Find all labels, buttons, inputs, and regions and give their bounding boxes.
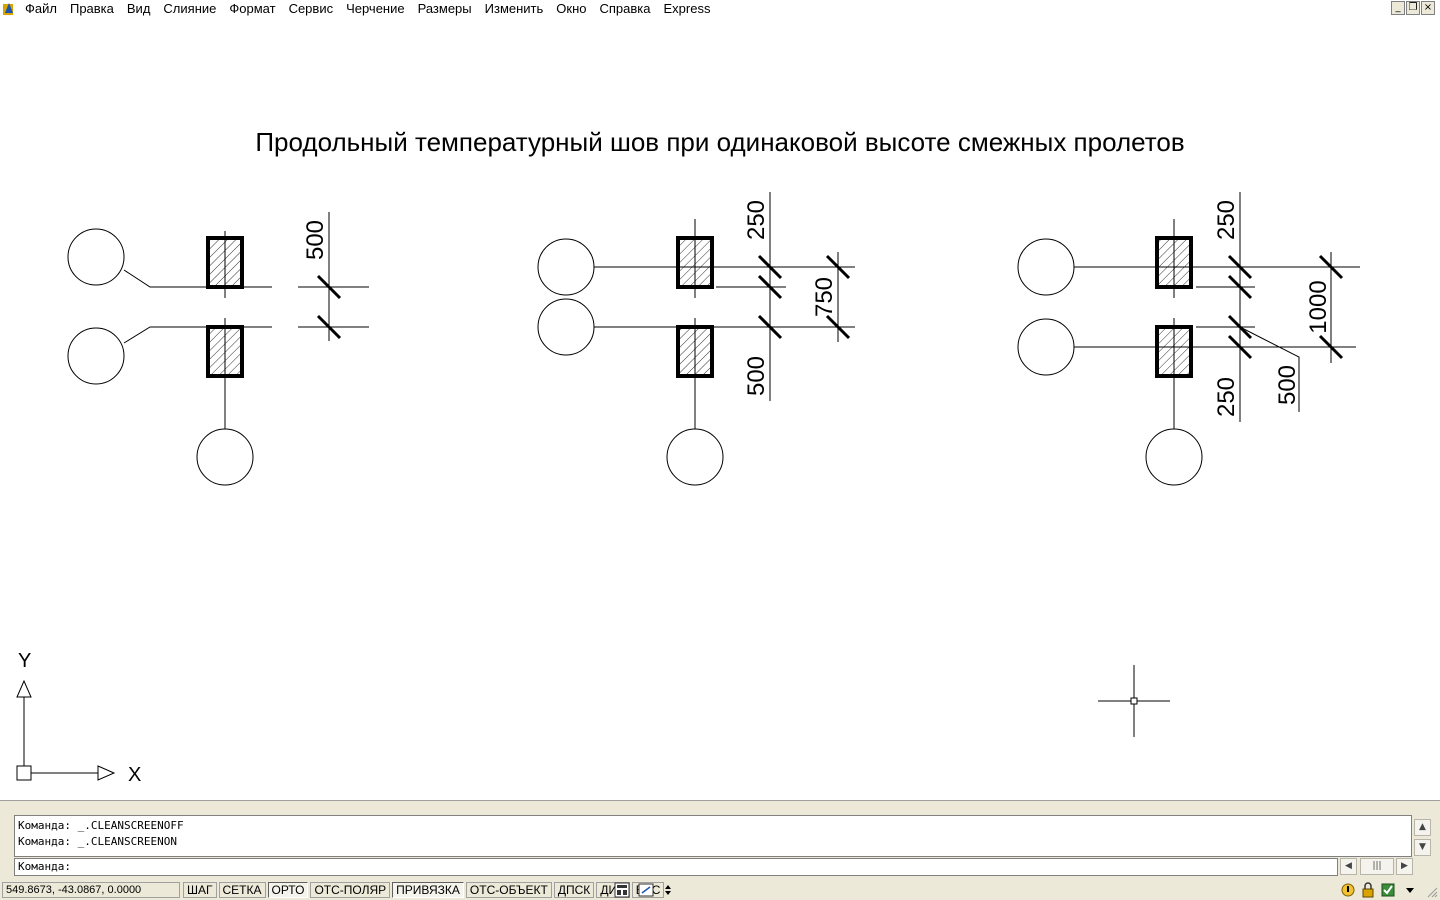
detail-1 xyxy=(67,212,369,486)
dimension-tick xyxy=(1318,254,1344,280)
coordinates-readout[interactable]: 549.8673, -43.0867, 0.0000 xyxy=(2,882,180,898)
dimension-tick xyxy=(1227,254,1253,280)
scroll-down-icon[interactable]: ▼ xyxy=(1414,839,1431,856)
column-marker-circle xyxy=(537,298,595,356)
dimension-tick xyxy=(1227,314,1253,340)
menu-item[interactable]: Размеры xyxy=(417,1,472,16)
menu-item[interactable]: Файл xyxy=(25,1,57,16)
status-menu-arrow-icon[interactable] xyxy=(660,882,676,898)
command-history-line: Команда: _.CLEANSCREENOFF xyxy=(18,819,184,832)
menu-item[interactable]: Черчение xyxy=(346,1,405,16)
column-marker-circle xyxy=(666,428,724,486)
restore-button[interactable]: ❐ xyxy=(1406,1,1420,15)
column-section xyxy=(1155,236,1193,289)
dimension-tick xyxy=(757,314,783,340)
column-marker-circle xyxy=(537,238,595,296)
command-line-panel: Команда: _.CLEANSCREENOFF Команда: _.CLE… xyxy=(0,800,1440,881)
dimension-tick xyxy=(757,274,783,300)
dimension-tick xyxy=(757,254,783,280)
drawing-svg: 500 250 750 500 xyxy=(16,192,1360,786)
status-toggle[interactable]: ПРИВЯЗКА xyxy=(392,882,464,898)
menu-item[interactable]: Окно xyxy=(556,1,587,16)
leader-line xyxy=(1239,326,1300,412)
column-marker-circle xyxy=(1145,428,1203,486)
dimension-text: 250 xyxy=(1213,200,1240,240)
detail-2 xyxy=(537,192,855,486)
dimension-tick xyxy=(316,274,342,300)
axis-line xyxy=(123,269,272,288)
ucs-icon xyxy=(16,679,116,781)
chevron-down-icon[interactable] xyxy=(1402,882,1418,898)
column-section xyxy=(676,325,714,378)
dimension-text: 500 xyxy=(302,220,329,260)
scroll-up-icon[interactable]: ▲ xyxy=(1414,819,1431,836)
communication-center-icon[interactable] xyxy=(1340,882,1356,898)
column-marker-circle xyxy=(1017,318,1075,376)
column-section xyxy=(1155,325,1193,378)
dimension-text: 1000 xyxy=(1305,280,1332,333)
dimension-text: 750 xyxy=(811,277,838,317)
status-toggle[interactable]: СЕТКА xyxy=(218,882,266,898)
dimension-tick xyxy=(825,254,851,280)
menu-item[interactable]: Изменить xyxy=(484,1,544,16)
command-input[interactable]: Команда: xyxy=(14,858,1338,876)
command-history-scrollbar[interactable]: ▲ ▼ xyxy=(1414,817,1432,857)
dimension-text: 250 xyxy=(1213,377,1240,417)
scroll-right-icon[interactable]: ▶ xyxy=(1396,858,1413,875)
dimension-text: 500 xyxy=(743,356,770,396)
menu-item[interactable]: Сервис xyxy=(288,1,334,16)
dimension-tick xyxy=(1318,334,1344,360)
tray-settings-icon[interactable] xyxy=(1380,882,1396,898)
crosshair-cursor-icon xyxy=(1098,665,1170,737)
menu-item[interactable]: Слияние xyxy=(163,1,217,16)
lock-icon[interactable] xyxy=(1360,882,1376,898)
status-toggle[interactable]: ОРТО xyxy=(267,882,309,898)
column-marker-circle xyxy=(67,327,125,385)
minimize-button[interactable]: _ xyxy=(1391,1,1405,15)
status-toggle[interactable]: ОТС-ОБЪЕКТ xyxy=(465,882,552,898)
status-toggle[interactable]: ШАГ xyxy=(183,882,217,898)
scroll-left-icon[interactable]: ◀ xyxy=(1340,858,1357,875)
menu-item[interactable]: Справка xyxy=(599,1,651,16)
dimension-text: 500 xyxy=(1274,365,1301,405)
menu-item[interactable]: Правка xyxy=(69,1,114,16)
dimension-tick xyxy=(1227,274,1253,300)
menu-bar: Файл Правка Вид Слияние Формат Сервис Черчение… xyxy=(0,0,1440,18)
maximize-viewport-icon[interactable] xyxy=(638,882,654,898)
drawing-title: Продольный температурный шов при одинако… xyxy=(255,127,1185,157)
command-horizontal-scrollbar[interactable]: ◀ ||| ▶ xyxy=(1340,858,1414,876)
status-toggle[interactable]: ОТС-ПОЛЯР xyxy=(310,882,391,898)
resize-grip-icon[interactable] xyxy=(1422,882,1438,898)
detail-3 xyxy=(1017,192,1360,486)
column-section xyxy=(676,236,714,289)
dimension-tick xyxy=(316,314,342,340)
column-marker-circle xyxy=(67,228,125,286)
column-marker-circle xyxy=(1017,238,1075,296)
column-section xyxy=(206,325,244,378)
dimension-tick xyxy=(825,314,851,340)
close-button[interactable]: × xyxy=(1421,1,1435,15)
autocad-app-icon[interactable] xyxy=(3,2,17,15)
axis-line xyxy=(123,326,272,344)
dimension-text: 250 xyxy=(743,200,770,240)
menu-item[interactable]: Вид xyxy=(126,1,151,16)
command-history: Команда: _.CLEANSCREENOFF Команда: _.CLE… xyxy=(14,815,1412,857)
column-marker-circle xyxy=(196,428,254,486)
model-layout-icon[interactable] xyxy=(614,882,630,898)
scroll-thumb[interactable]: ||| xyxy=(1360,858,1394,875)
ucs-x-label: X xyxy=(128,764,141,786)
dimension-tick xyxy=(1227,334,1253,360)
command-history-line: Команда: _.CLEANSCREENON xyxy=(18,835,177,848)
menu-item[interactable]: Express xyxy=(663,1,711,16)
menu-item[interactable]: Формат xyxy=(229,1,276,16)
drawing-canvas[interactable]: Продольный температурный шов при одинако… xyxy=(0,18,1440,800)
ucs-y-label: Y xyxy=(18,650,31,672)
status-toggle[interactable]: ДПСК xyxy=(553,882,595,898)
column-section xyxy=(206,236,244,289)
